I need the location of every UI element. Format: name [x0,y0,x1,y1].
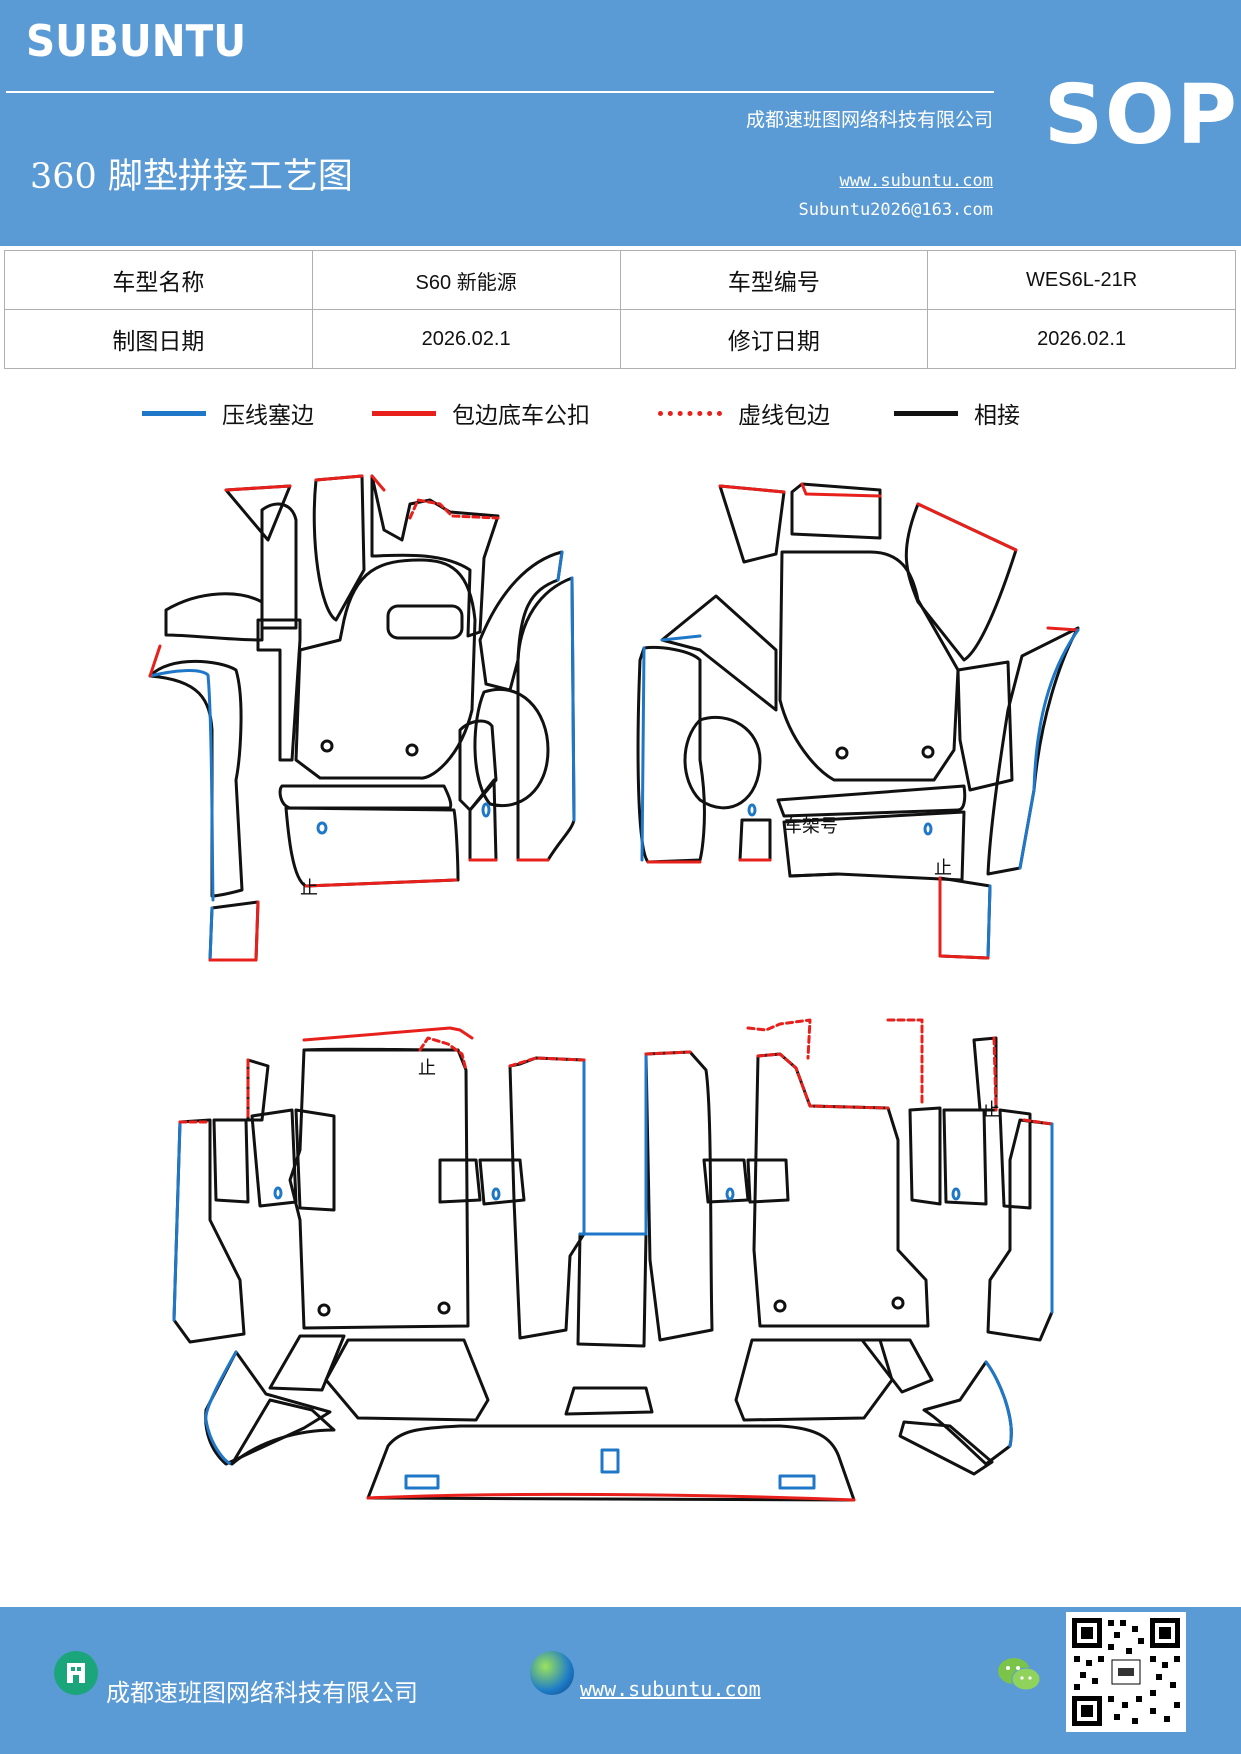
stop-mark: 止 [418,1058,436,1079]
globe-icon [530,1651,574,1695]
table-row: 车型名称 S60 新能源 车型编号 WES6L-21R [4,250,1236,310]
front-right-mats: 车架号 止 [636,482,1080,960]
legend-label: 虚线包边 [738,403,830,429]
model-code-value: WES6L-21R [927,250,1236,310]
stop-mark: 止 [982,1100,1000,1121]
frame-number-label: 车架号 [784,816,838,837]
legend-label: 压线塞边 [222,403,314,429]
footer-company-name: 成都速班图网络科技有限公司 [106,1679,418,1707]
header-banner: SUBUNTU 成都速班图网络科技有限公司 360 脚垫拼接工艺图 www.su… [0,0,1241,246]
email-address: Subuntu2026@163.com [798,200,993,220]
model-name-label: 车型名称 [4,250,313,310]
wechat-icon[interactable] [996,1653,1044,1697]
website-link[interactable]: www.subuntu.com [839,171,993,191]
footer-website-link[interactable]: www.subuntu.com [580,1677,761,1701]
legend-item-blue: 压线塞边 [142,396,314,430]
legend-label: 包边底车公扣 [452,403,590,429]
footer-banner: 成都速班图网络科技有限公司 www.subuntu.com [0,1607,1241,1754]
page-title: 360 脚垫拼接工艺图 [30,157,353,197]
header-divider [6,91,994,93]
front-left-mats: 止 [148,474,576,962]
revise-date-label: 修订日期 [619,309,929,369]
brand-logo: SUBUNTU [26,16,247,67]
legend-swatch [372,410,436,416]
legend-swatch [142,410,206,416]
building-icon [54,1651,98,1695]
legend: 压线塞边 包边底车公扣 虚线包边 相接 [0,396,1241,436]
table-row: 制图日期 2026.02.1 修订日期 2026.02.1 [4,309,1236,369]
revise-date-value: 2026.02.1 [927,309,1236,369]
sop-badge: SOP [1044,68,1239,163]
company-name: 成都速班图网络科技有限公司 [745,109,993,131]
stop-mark: 止 [934,858,952,879]
mat-assembly-drawing: 止 [148,474,1080,1502]
legend-swatch [658,410,722,416]
model-code-label: 车型编号 [619,250,929,310]
stop-mark: 止 [300,878,318,899]
legend-item-dotted: 虚线包边 [658,396,830,430]
legend-item-black: 相接 [894,396,1020,430]
legend-swatch [894,410,958,416]
vehicle-info-table: 车型名称 S60 新能源 车型编号 WES6L-21R 制图日期 2026.02… [4,250,1236,369]
draw-date-value: 2026.02.1 [311,309,621,369]
qr-code [1066,1612,1186,1732]
legend-item-red: 包边底车公扣 [372,396,590,430]
draw-date-label: 制图日期 [4,309,313,369]
model-name-value: S60 新能源 [311,250,621,310]
rear-mats: 止 [172,1018,1054,1502]
legend-label: 相接 [974,403,1020,429]
